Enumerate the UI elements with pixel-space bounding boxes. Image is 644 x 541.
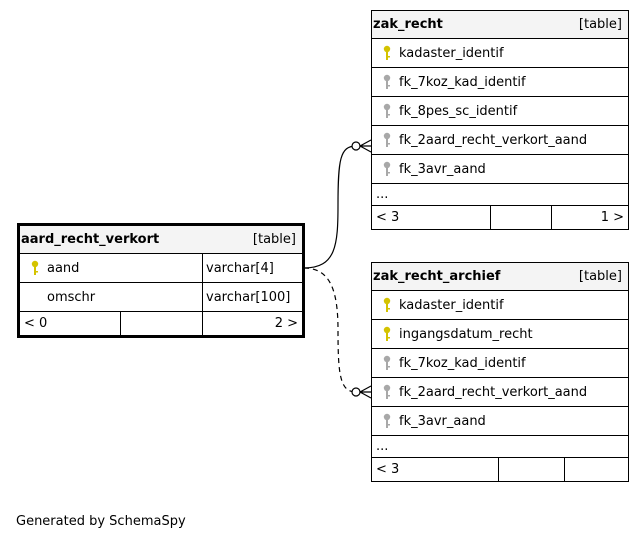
foreign-key-icon: [378, 132, 396, 148]
column-name: ingangsdatum_recht: [399, 326, 533, 342]
column-row[interactable]: kadaster_identif: [372, 291, 628, 320]
column-name: omschr: [47, 289, 96, 305]
relationship-zak-recht-crowfoot: [359, 139, 372, 153]
more-columns-ellipsis: ...: [372, 184, 628, 206]
row-count: [498, 458, 564, 481]
parents-count[interactable]: < 3: [376, 462, 400, 477]
column-name: fk_8pes_sc_identif: [399, 103, 518, 119]
primary-key-icon: [378, 326, 396, 342]
children-count[interactable]: 1 >: [551, 206, 628, 229]
foreign-key-icon: [378, 74, 396, 90]
table-kind: [table]: [578, 17, 622, 32]
row-count: [490, 206, 551, 229]
foreign-key-icon: [378, 355, 396, 371]
table-header: zak_recht [table]: [372, 11, 628, 39]
relationship-zak-recht-optional-marker: [351, 141, 361, 151]
column-name: fk_2aard_recht_verkort_aand: [399, 132, 588, 148]
table-footer: < 0 2 >: [20, 312, 302, 335]
column-type: varchar[100]: [206, 289, 291, 305]
column-row[interactable]: omschr varchar[100]: [20, 283, 302, 312]
column-row[interactable]: fk_7koz_kad_identif: [372, 349, 628, 378]
column-row[interactable]: aand varchar[4]: [20, 254, 302, 283]
column-row[interactable]: fk_7koz_kad_identif: [372, 68, 628, 97]
row-count: [120, 312, 202, 335]
column-row[interactable]: fk_3avr_aand: [372, 155, 628, 184]
relationship-zak-recht-archief-crowfoot: [359, 385, 372, 399]
column-row[interactable]: fk_2aard_recht_verkort_aand: [372, 378, 628, 407]
column-name: fk_3avr_aand: [399, 413, 486, 429]
foreign-key-icon: [378, 103, 396, 119]
table-footer: < 3: [372, 458, 628, 481]
table-name: zak_recht: [373, 17, 443, 32]
more-columns-ellipsis: ...: [372, 436, 628, 458]
table-header: aard_recht_verkort [table]: [20, 226, 302, 254]
column-name: kadaster_identif: [399, 297, 504, 313]
foreign-key-icon: [378, 384, 396, 400]
table-kind: [table]: [252, 232, 296, 247]
table-kind: [table]: [578, 269, 622, 284]
parents-count[interactable]: < 3: [376, 210, 400, 225]
generated-by-label: Generated by SchemaSpy: [16, 514, 186, 529]
table-aard-recht-verkort[interactable]: aard_recht_verkort [table] aand varchar[…: [17, 223, 305, 338]
foreign-key-icon: [378, 413, 396, 429]
primary-key-icon: [26, 260, 44, 276]
column-name: aand: [47, 260, 80, 276]
column-row[interactable]: fk_8pes_sc_identif: [372, 97, 628, 126]
table-zak-recht-archief[interactable]: zak_recht_archief [table] kadaster_ident…: [371, 262, 629, 482]
primary-key-icon: [378, 297, 396, 313]
table-name: aard_recht_verkort: [21, 232, 160, 247]
children-count[interactable]: [564, 458, 628, 481]
column-row[interactable]: fk_3avr_aand: [372, 407, 628, 436]
table-header: zak_recht_archief [table]: [372, 263, 628, 291]
column-name: fk_7koz_kad_identif: [399, 74, 526, 90]
table-footer: < 3 1 >: [372, 206, 628, 229]
parents-count[interactable]: < 0: [24, 316, 48, 331]
column-name: fk_3avr_aand: [399, 161, 486, 177]
column-row[interactable]: ingangsdatum_recht: [372, 320, 628, 349]
column-name: fk_7koz_kad_identif: [399, 355, 526, 371]
relationship-zak-recht: [303, 145, 357, 269]
primary-key-icon: [378, 45, 396, 61]
column-name: kadaster_identif: [399, 45, 504, 61]
column-name: fk_2aard_recht_verkort_aand: [399, 384, 588, 400]
table-zak-recht[interactable]: zak_recht [table] kadaster_identif fk_7k…: [371, 10, 629, 230]
foreign-key-icon: [378, 161, 396, 177]
column-row[interactable]: kadaster_identif: [372, 39, 628, 68]
column-row[interactable]: fk_2aard_recht_verkort_aand: [372, 126, 628, 155]
children-count[interactable]: 2 >: [202, 312, 302, 335]
table-name: zak_recht_archief: [373, 269, 501, 284]
relationship-zak-recht-archief: [303, 267, 357, 393]
column-type: varchar[4]: [206, 260, 274, 276]
relationship-zak-recht-archief-optional-marker: [351, 387, 361, 397]
